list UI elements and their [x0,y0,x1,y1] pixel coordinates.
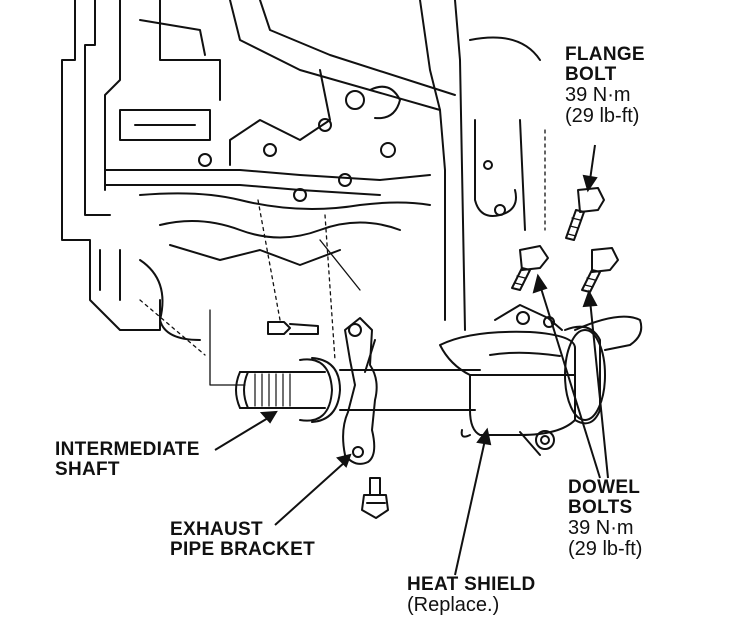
dowel-bolts-title-line1: DOWEL [568,477,641,498]
dowel-bolts-label: DOWEL BOLTS 39 N·m (29 lb-ft) [568,478,642,560]
arrow-flange-bolt [582,144,598,193]
flange-bolt-label: FLANGE BOLT 39 N·m (29 lb-ft) [565,45,645,127]
intermediate-shaft-line2: SHAFT [55,458,120,480]
flange-bolt-title-line2: BOLT [565,63,617,85]
leader-arrows [214,144,609,576]
dowel-bolts-torque-nm: 39 N·m [568,516,634,539]
dowel-bolts-torque-lbft: (29 lb-ft) [568,537,643,560]
flange-bolt-torque-lbft: (29 lb-ft) [565,104,640,127]
intermediate-shaft-line1: INTERMEDIATE [55,439,200,460]
intermediate-shaft [235,357,481,423]
heat-shield-note: (Replace.) [407,593,500,616]
arrow-dowel-bolt-right [582,289,609,479]
flange [494,304,643,425]
flange-bolt [565,187,605,241]
bracket-bolt-upper [267,321,319,335]
heat-shield [439,330,576,456]
arrow-exhaust-bracket [274,453,352,526]
heat-shield-label: HEAT SHIELD (Replace.) [407,575,536,616]
flange-bolt-torque-nm: 39 N·m [565,83,631,106]
flange-bolt-title-line1: FLANGE [565,44,645,65]
exhaust-pipe-bracket [342,317,378,465]
dowel-bolt-right [581,247,619,293]
intermediate-shaft-label: INTERMEDIATE SHAFT [55,440,200,480]
arrow-dowel-bolt-left [532,273,601,479]
exhaust-pipe-bracket-line1: EXHAUST [170,519,263,540]
engine-mount [469,36,541,231]
dowel-bolt-left [511,245,549,291]
heat-shield-title: HEAT SHIELD [407,574,536,595]
leader-line-long [209,239,361,386]
exhaust-pipe-bracket-line2: PIPE BRACKET [170,538,316,560]
arrow-intermediate-shaft [214,410,278,451]
exhaust-pipe-bracket-label: EXHAUST PIPE BRACKET [170,520,315,560]
engine-block [61,0,466,341]
arrow-heat-shield [454,427,492,576]
dowel-bolts-title-line2: BOLTS [568,496,633,518]
reference-lines [139,129,546,361]
bracket-bolt-lower [361,477,389,519]
